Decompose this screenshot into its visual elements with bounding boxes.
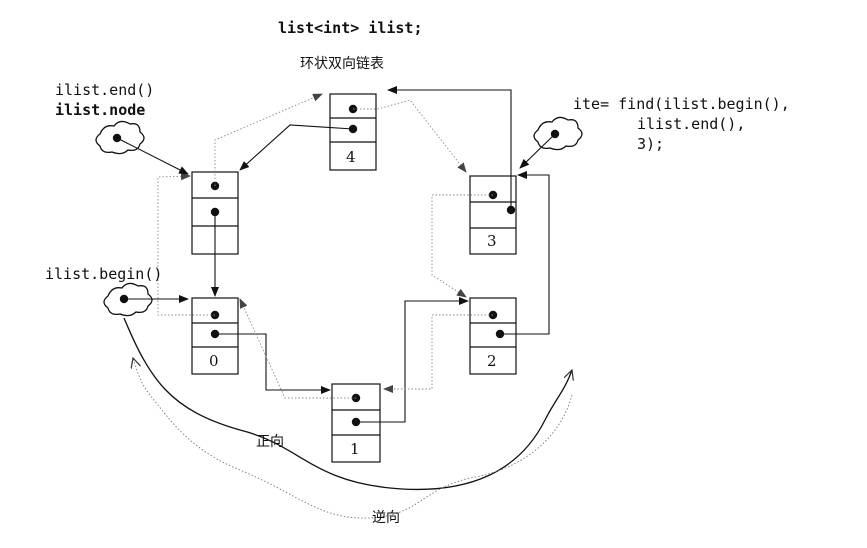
begin-iterator-cloud (103, 282, 189, 317)
node-0-box (191, 297, 239, 375)
node-1-box (331, 383, 381, 463)
reverse-direction-curve (133, 358, 573, 519)
ite-iterator-cloud (519, 116, 583, 169)
end-node-label: ilist.node (55, 101, 146, 119)
forward-direction-curve (123, 317, 572, 491)
diagram-subtitle: 环状双向链表 (300, 56, 384, 72)
reverse-label: 逆向 (372, 510, 400, 526)
begin-call-label: ilist.begin() (45, 265, 163, 283)
pointer-dots (210, 104, 516, 427)
node-1-value: 1 (350, 440, 360, 458)
end-iterator-cloud (95, 120, 189, 175)
declaration-code: list<int> ilist; (278, 19, 423, 37)
node-3-value: 3 (487, 232, 497, 250)
end-call-label: ilist.end() (55, 81, 155, 99)
forward-label: 正向 (256, 434, 284, 450)
find-call-line3: 3); (637, 135, 665, 153)
prev-pointers (157, 93, 493, 399)
next-pointers (211, 86, 550, 423)
find-call-line2: ilist.end(), (637, 115, 746, 133)
node-2-box (469, 297, 517, 375)
node-3-box (469, 175, 517, 255)
node-0-value: 0 (209, 352, 219, 370)
node-2-value: 2 (487, 352, 497, 370)
node-4-value: 4 (346, 148, 356, 166)
find-call-line1: ite= find(ilist.begin(), (573, 95, 790, 113)
node-4-box (329, 93, 377, 171)
